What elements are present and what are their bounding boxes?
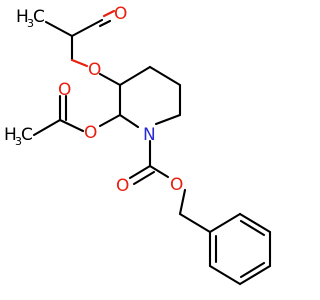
methyl-left-c: C: [21, 125, 33, 145]
methyl-top-c: C: [33, 7, 45, 27]
methyl-left-h: H: [4, 125, 17, 145]
atom-o-ring3: O: [88, 60, 101, 80]
benzene-ring: [208, 212, 272, 286]
atom-o-carbamate-carbonyl: O: [116, 176, 129, 196]
atom-o-carbonyl-top: O: [114, 4, 127, 24]
carbamate-group: [128, 139, 212, 234]
atom-o-carbamate-ester: O: [170, 175, 183, 195]
left-acetoxy-group: [32, 94, 122, 137]
atom-o-ring2: O: [84, 123, 97, 143]
molecule-structure-diagram: H 3 C O O H 3 C O O N O O: [4, 4, 272, 286]
methyl-top: H 3 C: [16, 7, 45, 30]
methyl-left-sub: 3: [15, 135, 22, 148]
atom-o-carbonyl-left: O: [58, 80, 71, 100]
piperidine-ring: [118, 65, 182, 129]
methyl-left: H 3 C: [4, 125, 33, 148]
top-acetoxy-group: [44, 9, 122, 87]
methyl-top-h: H: [16, 7, 29, 27]
methyl-top-sub: 3: [27, 17, 34, 30]
atom-n-ring: N: [143, 125, 156, 145]
